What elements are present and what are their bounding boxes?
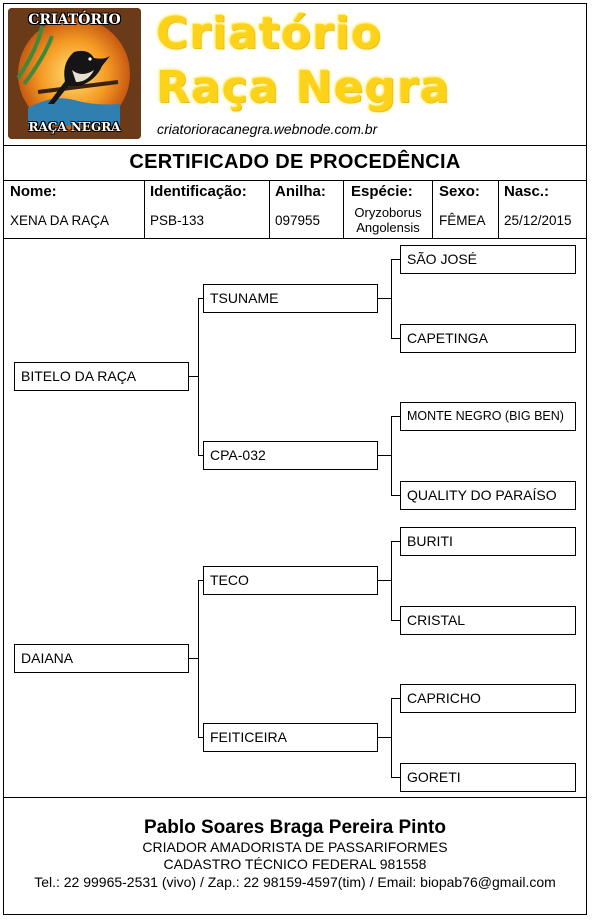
connector (378, 737, 392, 738)
connector (391, 259, 400, 260)
great-grandparent-box: GORETI (400, 763, 576, 792)
connector (391, 698, 392, 778)
great-grandparent-box: MONTE NEGRO (BIG BEN) (400, 402, 576, 431)
certificate-frame (3, 3, 587, 915)
nome-label: Nome: (10, 183, 57, 200)
connector (198, 737, 203, 738)
maternal-grandmother-box: FEITICEIRA (203, 723, 378, 752)
connector (391, 777, 400, 778)
connector (391, 416, 392, 496)
connector (391, 495, 400, 496)
especie-line-1: Oryzoborus (354, 205, 422, 220)
connector (391, 541, 400, 542)
connector (189, 376, 199, 377)
table-divider (144, 181, 145, 239)
maternal-grandfather-box: TECO (203, 566, 378, 595)
website-link[interactable]: criatorioracanegra.webnode.com.br (157, 121, 378, 137)
connector (189, 658, 199, 659)
connector (378, 298, 392, 299)
nasc-label: Nasc.: (504, 183, 550, 200)
anilha-value: 097955 (275, 213, 321, 228)
bird-on-branch-icon (8, 8, 141, 139)
great-grandparent-box: CAPRICHO (400, 684, 576, 713)
owner-name: Pablo Soares Braga Pereira Pinto (143, 817, 446, 838)
great-grandparent-box: CAPETINGA (400, 324, 576, 353)
anilha-label: Anilha: (275, 183, 326, 200)
connector (378, 455, 392, 456)
connector (198, 298, 203, 299)
connector (198, 298, 199, 456)
logo-top-text: CRIATÓRIO (28, 12, 121, 28)
sexo-label: Sexo: (439, 183, 480, 200)
especie-label: Espécie: (351, 183, 413, 200)
great-grandparent-box: QUALITY DO PARAÍSO (400, 481, 576, 510)
divider (3, 145, 587, 146)
connector (198, 580, 199, 738)
connector (198, 455, 203, 456)
father-box: BITELO DA RAÇA (14, 362, 189, 391)
divider (3, 238, 587, 239)
table-divider (343, 181, 344, 239)
connector (391, 259, 392, 339)
table-divider (432, 181, 433, 239)
owner-role: CRIADOR AMADORISTA DE PASSARIFORMES (142, 839, 448, 855)
connector (198, 580, 203, 581)
paternal-grandfather-box: TSUNAME (203, 284, 378, 313)
brand-line-2: Raça Negra (156, 62, 451, 113)
identificacao-value: PSB-133 (150, 213, 205, 228)
nasc-value: 25/12/2015 (504, 213, 572, 228)
logo: CRIATÓRIO RAÇA NEGRA (8, 8, 141, 139)
divider (3, 180, 587, 181)
logo-bottom-text: RAÇA NEGRA (28, 120, 121, 134)
nome-value: XENA DA RAÇA (10, 213, 110, 228)
connector (391, 338, 400, 339)
divider (3, 797, 587, 798)
connector (391, 698, 400, 699)
great-grandparent-box: BURITI (400, 527, 576, 556)
identificacao-label: Identificação: (150, 183, 247, 200)
especie-value: Oryzoborus Angolensis (344, 205, 432, 235)
great-grandparent-box: CRISTAL (400, 606, 576, 635)
sexo-value: FÊMEA (439, 213, 486, 228)
connector (391, 541, 392, 621)
table-divider (498, 181, 499, 239)
table-divider (269, 181, 270, 239)
owner-contact: Tel.: 22 99965-2531 (vivo) / Zap.: 22 98… (34, 874, 556, 890)
connector (391, 620, 400, 621)
mother-box: DAIANA (14, 644, 189, 673)
especie-line-2: Angolensis (356, 220, 420, 235)
certificate-title: CERTIFICADO DE PROCEDÊNCIA (129, 151, 461, 173)
owner-register: CADASTRO TÉCNICO FEDERAL 981558 (163, 856, 427, 872)
great-grandparent-box: SÃO JOSÉ (400, 245, 576, 274)
connector (378, 580, 392, 581)
paternal-grandmother-box: CPA-032 (203, 441, 378, 470)
connector (391, 416, 400, 417)
brand-line-1: Criatório (156, 8, 383, 59)
